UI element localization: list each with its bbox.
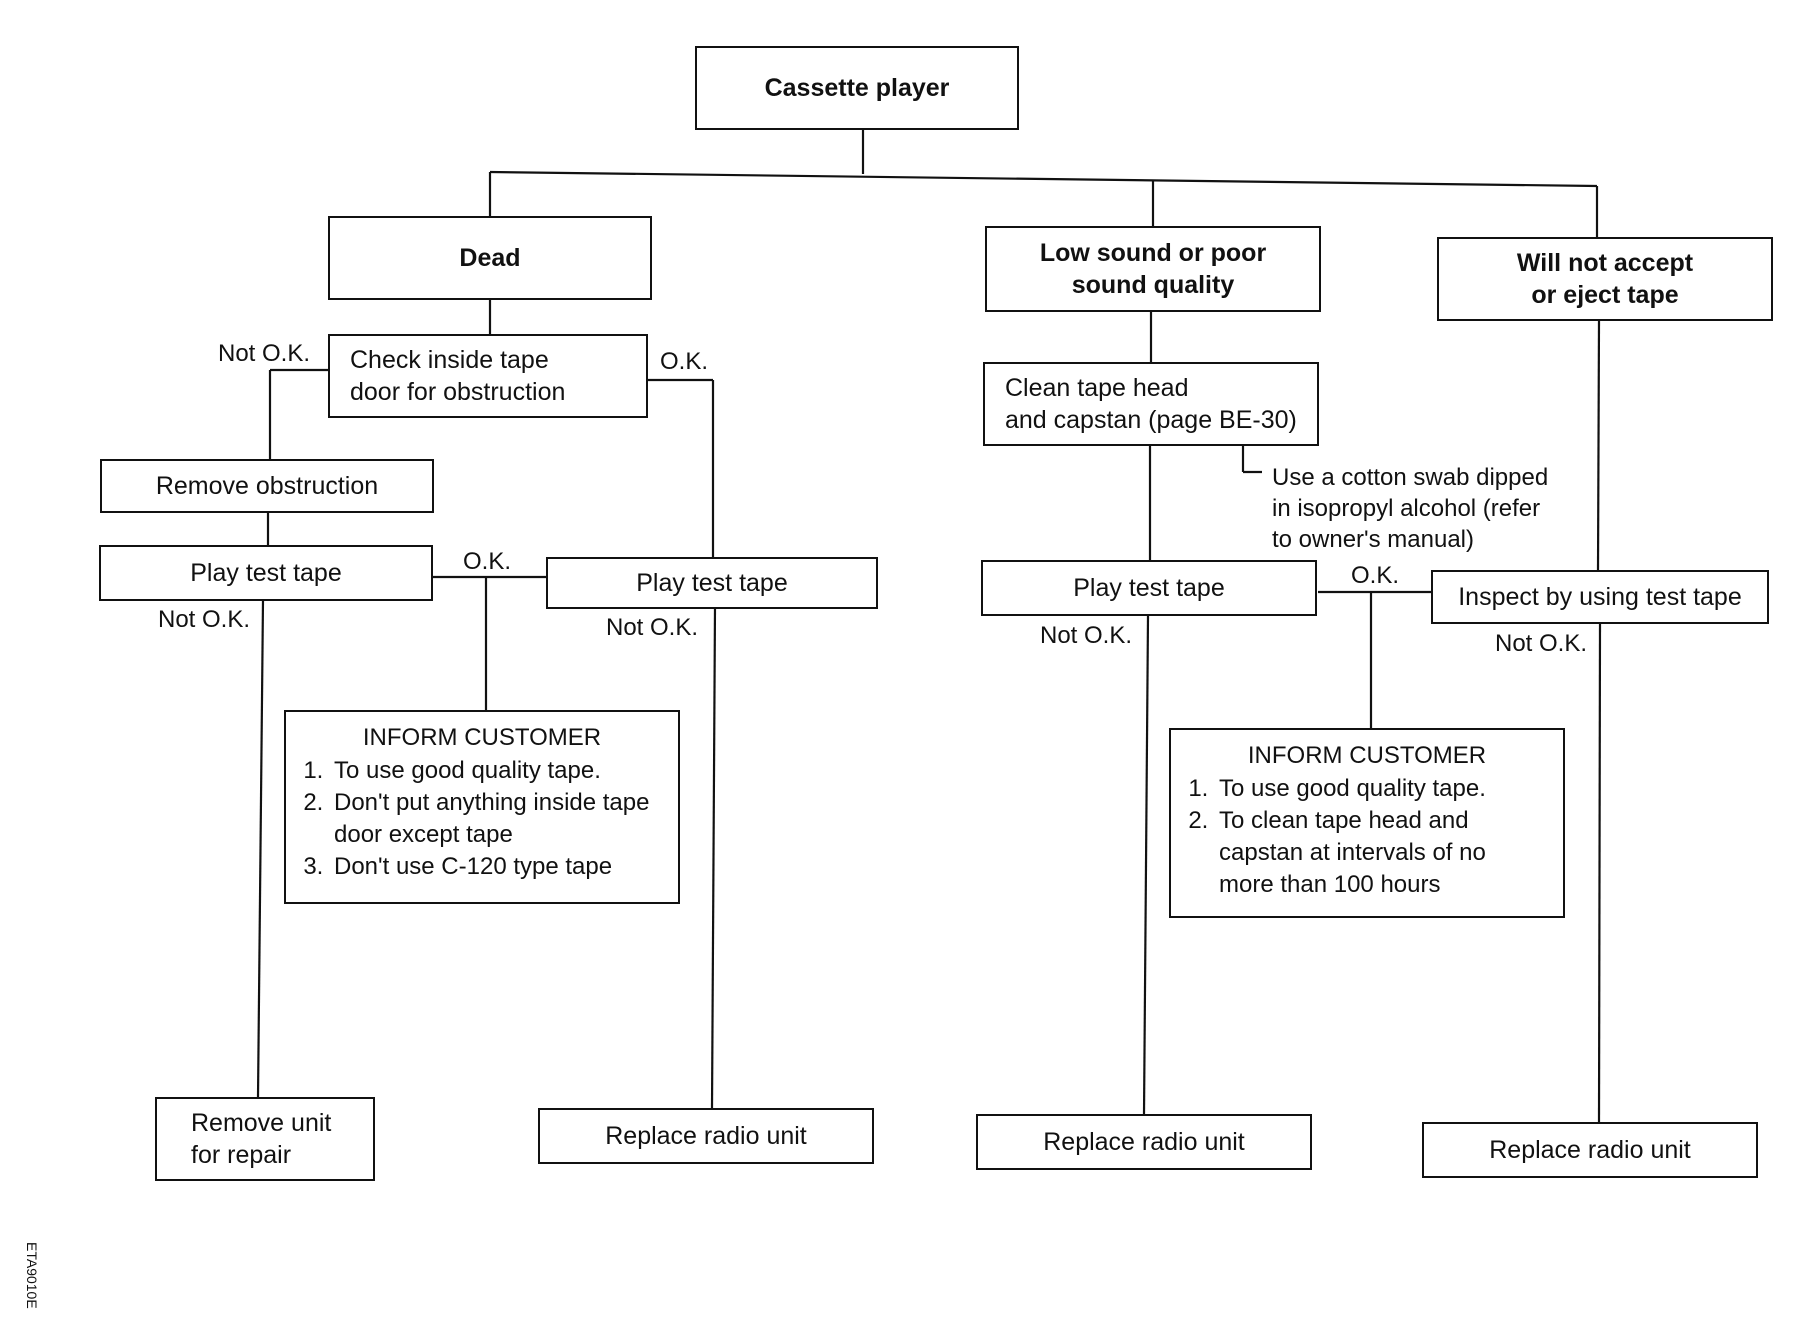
replace-radio-unit-label: Replace radio unit [605, 1122, 807, 1150]
inform-customer-title: INFORM CUSTOMER [1247, 742, 1487, 769]
will-not-accept-text: Will not accept or eject tape [1517, 247, 1693, 311]
play-test-tape-box-left: Play test tape [99, 545, 433, 601]
low-sound-text: Low sound or poor sound quality [1040, 237, 1266, 301]
play-test-tape-label: Play test tape [636, 569, 788, 597]
remove-unit-box: Remove unit for repair [155, 1097, 375, 1181]
note-line-1: Use a cotton swab dipped [1272, 464, 1549, 491]
root-label: Cassette player [764, 74, 950, 102]
will-not-accept-line-1: Will not accept [1516, 249, 1694, 277]
note-line-3: to owner's manual) [1272, 526, 1475, 553]
label-not-ok: Not O.K. [1040, 622, 1133, 649]
clean-tape-head-text: Clean tape head and capstan (page BE-30) [1005, 372, 1297, 436]
low-sound-line-1: Low sound or poor [1039, 239, 1267, 267]
replace-radio-unit-box: Replace radio unit [1422, 1122, 1758, 1178]
clean-line-1: Clean tape head [1005, 374, 1189, 402]
check-line-2: door for obstruction [350, 378, 566, 406]
label-not-ok: Not O.K. [158, 606, 251, 633]
replace-radio-unit-label: Replace radio unit [1489, 1136, 1691, 1164]
check-line-1: Check inside tape [350, 346, 549, 374]
play-test-tape-box-right: Play test tape [546, 557, 878, 609]
label-not-ok: Not O.K. [218, 340, 311, 367]
play-test-tape-label: Play test tape [190, 559, 342, 587]
figure-code: ETA9010E [24, 1242, 40, 1309]
remove-unit-text: Remove unit for repair [191, 1107, 331, 1171]
play-test-tape-box-low: Play test tape [981, 560, 1317, 616]
dead-label: Dead [459, 244, 521, 272]
dead-box: Dead [328, 216, 652, 300]
inform-item: To use good quality tape. [1215, 773, 1547, 805]
inspect-test-tape-box: Inspect by using test tape [1431, 570, 1769, 624]
note-line-2: in isopropyl alcohol (refer [1272, 495, 1541, 522]
remove-unit-line-1: Remove unit [191, 1109, 332, 1137]
low-sound-box: Low sound or poor sound quality [985, 226, 1321, 312]
replace-radio-unit-box: Replace radio unit [538, 1108, 874, 1164]
inform-customer-box-low: INFORM CUSTOMER To use good quality tape… [1169, 728, 1565, 918]
remove-obstruction-box: Remove obstruction [100, 459, 434, 513]
inform-item: To use good quality tape. [330, 755, 662, 787]
will-not-accept-box: Will not accept or eject tape [1437, 237, 1773, 321]
replace-radio-unit-box: Replace radio unit [976, 1114, 1312, 1170]
cotton-swab-note: Use a cotton swab dipped in isopropyl al… [1272, 462, 1548, 555]
inform-item: Don't put anything inside tape door exce… [330, 787, 662, 851]
inform-customer-title: INFORM CUSTOMER [362, 724, 602, 751]
inform-item: To clean tape head and capstan at interv… [1215, 805, 1547, 901]
label-ok: O.K. [463, 548, 512, 575]
check-obstruction-text: Check inside tape door for obstruction [350, 344, 565, 408]
low-sound-line-2: sound quality [1071, 271, 1235, 299]
root-box: Cassette player [695, 46, 1019, 130]
label-ok: O.K. [1351, 562, 1400, 589]
label-not-ok: Not O.K. [606, 614, 699, 641]
remove-unit-line-2: for repair [191, 1141, 292, 1169]
label-not-ok: Not O.K. [1495, 630, 1588, 657]
clean-line-2: and capstan (page BE-30) [1005, 406, 1297, 434]
inspect-test-tape-label: Inspect by using test tape [1458, 583, 1742, 611]
inform-customer-list: To use good quality tape. Don't put anyt… [302, 755, 662, 883]
inform-item: Don't use C-120 type tape [330, 851, 662, 883]
replace-radio-unit-label: Replace radio unit [1043, 1128, 1245, 1156]
inform-customer-list: To use good quality tape. To clean tape … [1187, 773, 1547, 901]
check-obstruction-box: Check inside tape door for obstruction [328, 334, 648, 418]
clean-tape-head-box: Clean tape head and capstan (page BE-30) [983, 362, 1319, 446]
label-ok: O.K. [660, 348, 709, 375]
remove-obstruction-label: Remove obstruction [155, 472, 379, 500]
will-not-accept-line-2: or eject tape [1531, 281, 1679, 309]
inform-customer-box-dead: INFORM CUSTOMER To use good quality tape… [284, 710, 680, 904]
play-test-tape-label: Play test tape [1073, 574, 1225, 602]
